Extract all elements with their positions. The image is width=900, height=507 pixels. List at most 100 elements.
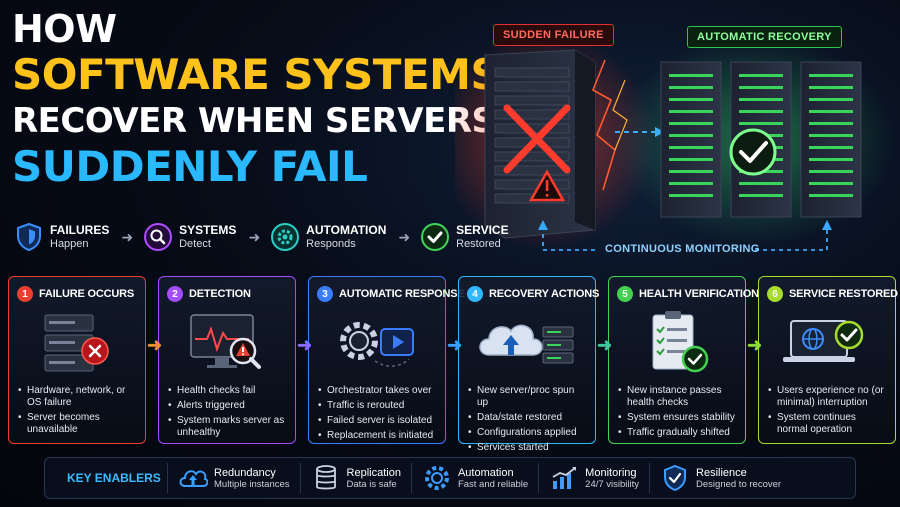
title-line-2: SOFTWARE SYSTEMS — [12, 50, 501, 99]
cloud-upload-icon — [467, 309, 587, 381]
arrow-right-icon: ➜ — [747, 335, 763, 355]
clipboard-check-icon — [617, 309, 737, 381]
step-bullet: System continues normal operation — [767, 412, 887, 436]
step-title: DETECTION — [189, 288, 251, 300]
flow-name: SERVICE — [456, 222, 509, 237]
enabler-redundancy: Redundancy Multiple instances — [167, 463, 300, 493]
gear-play-icon — [317, 309, 437, 381]
enabler-name: Monitoring — [585, 466, 637, 479]
step-number: 5 — [617, 286, 633, 302]
enabler-name: Redundancy — [214, 466, 276, 479]
step-number: 6 — [767, 286, 783, 302]
enabler-desc: Data is safe — [346, 478, 397, 490]
step-bullet: System marks server as unhealthy — [167, 415, 287, 439]
step-number: 1 — [17, 286, 33, 302]
arrow-right-icon: ➜ — [597, 335, 613, 355]
step-bullet: New instance passes health checks — [617, 385, 737, 409]
step-number: 3 — [317, 286, 333, 302]
flow-desc: Responds — [306, 237, 356, 250]
step-bullet: Health checks fail — [167, 385, 287, 397]
step-bullet: Traffic gradually shifted — [617, 427, 737, 439]
step-bullet: Traffic is rerouted — [317, 400, 437, 412]
enabler-automation: Automation Fast and reliable — [410, 463, 538, 493]
step-bullet: Configurations applied — [467, 427, 587, 439]
arrow-right-icon: ➜ — [248, 228, 261, 245]
gear-icon — [270, 222, 300, 252]
recovery-check-icon — [729, 128, 777, 176]
arrow-right-icon: ➜ — [447, 335, 463, 355]
step-title: FAILURE OCCURS — [39, 288, 134, 300]
enabler-desc: 24/7 visibility — [585, 478, 640, 490]
step-bullet: Failed server is isolated — [317, 415, 437, 427]
check-icon — [420, 222, 450, 252]
enabler-resilience: Resilience Designed to recover — [649, 463, 791, 493]
step-card-failure: 1 FAILURE OCCURS Hardware, network, or O… — [8, 276, 146, 444]
monitor-alert-icon — [167, 309, 287, 381]
server-scene: SUDDEN FAILURE AUTOMATIC RECOVERY CONTIN… — [455, 0, 900, 265]
flow-item-failures: FAILURES Happen — [14, 222, 109, 252]
step-card-service-restored: 6 SERVICE RESTORED Users experience no (… — [758, 276, 898, 444]
flow-desc: Detect — [179, 237, 211, 250]
flow-item-service: SERVICE Restored — [420, 222, 509, 252]
step-title: RECOVERY ACTIONS — [489, 288, 600, 300]
database-icon — [311, 463, 341, 493]
title-line-1: HOW — [12, 7, 117, 51]
warning-icon — [528, 169, 566, 202]
chart-icon — [549, 463, 579, 493]
flow-name: AUTOMATION — [306, 222, 387, 237]
flow-item-systems: SYSTEMS Detect — [143, 222, 236, 252]
sudden-failure-tag: SUDDEN FAILURE — [493, 24, 614, 46]
step-number: 4 — [467, 286, 483, 302]
arrow-right-icon: ➜ — [121, 228, 134, 245]
step-card-recovery-actions: 4 RECOVERY ACTIONS New server/proc spun … — [458, 276, 600, 454]
step-cards: 1 FAILURE OCCURS Hardware, network, or O… — [8, 276, 898, 454]
step-bullet: New server/proc spun up — [467, 385, 587, 409]
enabler-name: Resilience — [696, 466, 747, 479]
step-title: SERVICE RESTORED — [789, 288, 898, 300]
title-line-3: RECOVER WHEN SERVERS — [12, 101, 496, 141]
summary-flow: FAILURES Happen ➜ SYSTEMS Detect ➜ AUTOM… — [14, 222, 509, 252]
shield-check-icon — [660, 463, 690, 493]
gear-icon — [422, 463, 452, 493]
step-bullet: Replacement is initiated — [317, 430, 437, 442]
enabler-replication: Replication Data is safe — [299, 463, 411, 493]
arrow-right-icon: ➜ — [398, 228, 411, 245]
automatic-recovery-tag: AUTOMATIC RECOVERY — [687, 26, 842, 48]
step-card-health-verification: 5 HEALTH VERIFICATION New instance passe… — [608, 276, 759, 444]
title-line-4: SUDDENLY FAIL — [12, 142, 368, 191]
enabler-desc: Multiple instances — [214, 478, 290, 490]
flow-item-automation: AUTOMATION Responds — [270, 222, 386, 252]
arrow-right-icon: ➜ — [147, 335, 163, 355]
key-enablers-bar: KEY ENABLERS Redundancy Multiple instanc… — [44, 457, 856, 499]
step-card-detection: 2 DETECTION Health checks fail Alerts tr… — [158, 276, 296, 444]
step-bullet: Services started — [467, 442, 587, 454]
recovered-server-rack-1 — [660, 61, 722, 218]
server-error-icon — [17, 309, 137, 381]
magnifier-icon — [143, 222, 173, 252]
flow-desc: Happen — [50, 237, 89, 250]
step-bullet: Users experience no (or minimal) interru… — [767, 385, 887, 409]
failure-x-icon — [503, 104, 571, 174]
key-enablers-title: KEY ENABLERS — [67, 471, 161, 485]
step-bullet: Data/state restored — [467, 412, 587, 424]
step-bullet: Server becomes unavailable — [17, 412, 137, 436]
flow-name: SYSTEMS — [179, 222, 237, 237]
step-title: AUTOMATIC RESPONSE — [339, 288, 465, 300]
step-bullet: Hardware, network, or OS failure — [17, 385, 137, 409]
enabler-desc: Fast and reliable — [457, 478, 529, 490]
enabler-name: Replication — [346, 466, 401, 479]
step-bullet: System ensures stability — [617, 412, 737, 424]
server-illustration — [455, 30, 895, 251]
step-bullet: Alerts triggered — [167, 400, 287, 412]
enabler-desc: Designed to recover — [696, 478, 782, 490]
cloud-upload-icon — [178, 463, 208, 493]
continuous-monitoring-label: CONTINUOUS MONITORING — [605, 243, 760, 255]
flow-name: FAILURES — [50, 222, 110, 237]
step-title: HEALTH VERIFICATION — [639, 288, 759, 300]
laptop-check-icon — [767, 309, 887, 381]
shield-icon — [14, 222, 44, 252]
step-number: 2 — [167, 286, 183, 302]
page-title: HOW SOFTWARE SYSTEMS RECOVER WHEN SERVER… — [12, 7, 501, 191]
recovered-server-rack-3 — [800, 61, 862, 218]
